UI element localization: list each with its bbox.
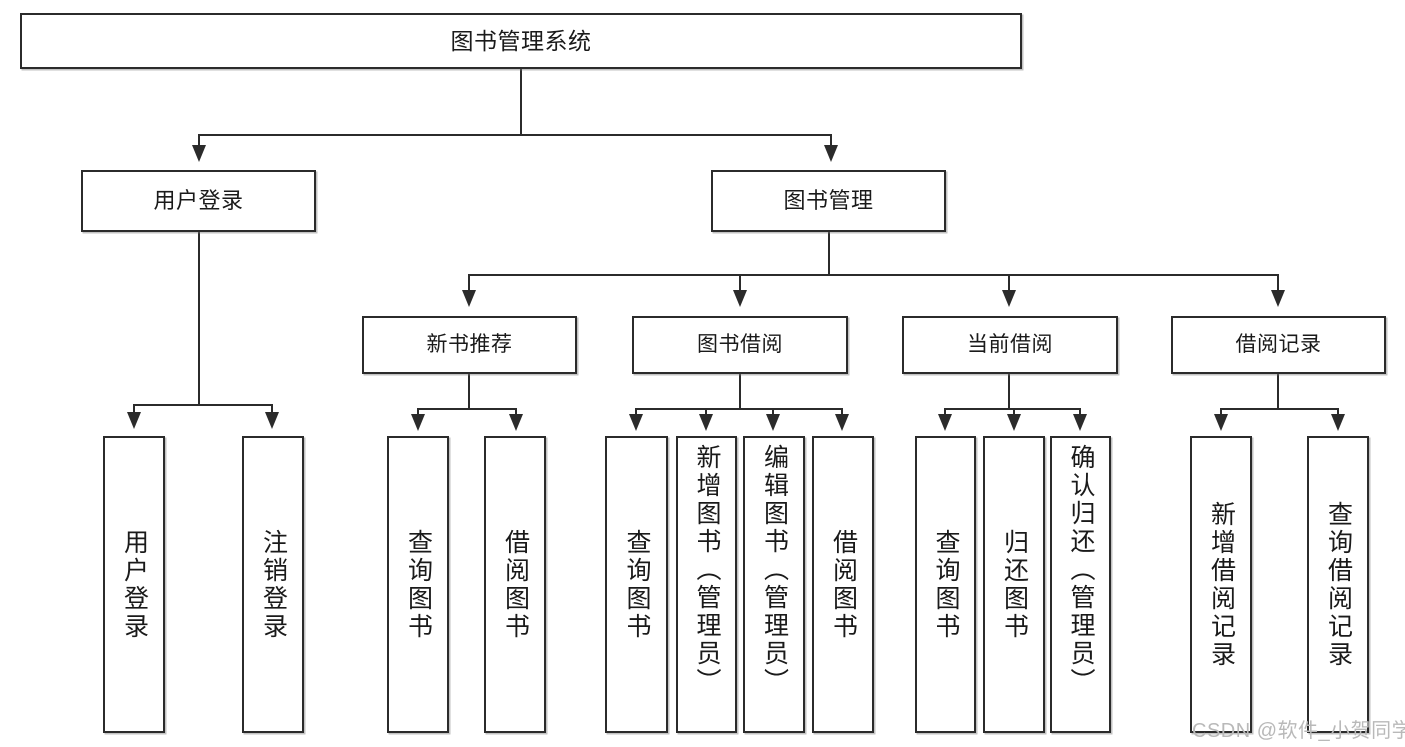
arrow-head-icon bbox=[835, 414, 849, 431]
arrow-head-icon bbox=[1271, 290, 1285, 307]
node-leaf-1[interactable]: 注销登录 bbox=[242, 436, 304, 733]
connector-line bbox=[1220, 408, 1337, 410]
connector-line bbox=[944, 408, 1079, 410]
arrow-head-icon bbox=[733, 290, 747, 307]
node-level3-3[interactable]: 借阅记录 bbox=[1171, 316, 1386, 374]
arrow-head-icon bbox=[1007, 414, 1021, 431]
node-leaf-10[interactable]: 确认归还（管理员） bbox=[1050, 436, 1111, 733]
arrow-head-icon bbox=[1214, 414, 1228, 431]
connector-line bbox=[944, 408, 946, 419]
connector-line bbox=[830, 134, 832, 153]
connector-line bbox=[468, 374, 470, 408]
arrow-head-icon bbox=[1331, 414, 1345, 431]
node-level2-0[interactable]: 用户登录 bbox=[81, 170, 316, 232]
node-level3-1-label: 图书借阅 bbox=[697, 332, 783, 356]
connector-line bbox=[271, 404, 273, 419]
node-leaf-11-label: 新增借阅记录 bbox=[1207, 500, 1236, 669]
node-leaf-9-label: 归还图书 bbox=[1000, 528, 1029, 641]
node-leaf-3[interactable]: 借阅图书 bbox=[484, 436, 546, 733]
arrow-head-icon bbox=[127, 412, 141, 429]
connector-line bbox=[1079, 408, 1081, 419]
connector-line bbox=[198, 232, 200, 404]
node-leaf-1-label: 注销登录 bbox=[259, 528, 288, 641]
node-leaf-5[interactable]: 新增图书（管理员） bbox=[676, 436, 737, 733]
connector-line bbox=[772, 408, 774, 419]
connector-line bbox=[739, 274, 741, 297]
node-leaf-7[interactable]: 借阅图书 bbox=[812, 436, 874, 733]
arrow-head-icon bbox=[629, 414, 643, 431]
node-leaf-9[interactable]: 归还图书 bbox=[983, 436, 1045, 733]
node-leaf-10-label: 确认归还（管理员） bbox=[1067, 444, 1095, 696]
connector-line bbox=[198, 134, 200, 153]
node-level2-0-label: 用户登录 bbox=[153, 188, 244, 214]
node-leaf-11[interactable]: 新增借阅记录 bbox=[1190, 436, 1252, 733]
connector-line bbox=[468, 274, 1278, 276]
node-leaf-2-label: 查询图书 bbox=[404, 528, 433, 641]
connector-line bbox=[133, 404, 135, 419]
connector-line bbox=[705, 408, 707, 419]
node-leaf-6[interactable]: 编辑图书（管理员） bbox=[743, 436, 805, 733]
node-level3-1[interactable]: 图书借阅 bbox=[632, 316, 848, 374]
node-leaf-3-label: 借阅图书 bbox=[501, 528, 530, 641]
connector-line bbox=[468, 274, 470, 297]
node-root[interactable]: 图书管理系统 bbox=[20, 13, 1022, 69]
node-leaf-12-label: 查询借阅记录 bbox=[1324, 500, 1353, 669]
node-leaf-6-label: 编辑图书（管理员） bbox=[760, 444, 789, 696]
arrow-head-icon bbox=[192, 145, 206, 162]
arrow-head-icon bbox=[824, 145, 838, 162]
connector-line bbox=[828, 232, 830, 274]
connector-line bbox=[841, 408, 843, 419]
connector-line bbox=[1337, 408, 1339, 419]
connector-line bbox=[198, 134, 831, 136]
node-level3-3-label: 借阅记录 bbox=[1235, 332, 1322, 356]
connector-line bbox=[1277, 374, 1279, 408]
connector-line bbox=[417, 408, 517, 410]
arrow-head-icon bbox=[699, 414, 713, 431]
node-leaf-0[interactable]: 用户登录 bbox=[103, 436, 165, 733]
connector-line bbox=[515, 408, 517, 419]
connector-line bbox=[133, 404, 272, 406]
connector-line bbox=[520, 69, 522, 134]
node-level3-2[interactable]: 当前借阅 bbox=[902, 316, 1118, 374]
node-leaf-8[interactable]: 查询图书 bbox=[915, 436, 976, 733]
arrow-head-icon bbox=[411, 414, 425, 431]
node-root-label: 图书管理系统 bbox=[450, 27, 592, 54]
node-leaf-12[interactable]: 查询借阅记录 bbox=[1307, 436, 1369, 733]
connector-line bbox=[417, 408, 419, 419]
connector-line bbox=[739, 374, 741, 408]
arrow-head-icon bbox=[1002, 290, 1016, 307]
node-leaf-2[interactable]: 查询图书 bbox=[387, 436, 449, 733]
arrow-head-icon bbox=[462, 290, 476, 307]
arrow-head-icon bbox=[265, 412, 279, 429]
connector-line bbox=[1277, 274, 1279, 297]
arrow-head-icon bbox=[509, 414, 523, 431]
arrow-head-icon bbox=[938, 414, 952, 431]
node-leaf-7-label: 借阅图书 bbox=[829, 528, 858, 641]
node-level3-0[interactable]: 新书推荐 bbox=[362, 316, 577, 374]
arrow-head-icon bbox=[766, 414, 780, 431]
node-leaf-4-label: 查询图书 bbox=[623, 528, 651, 641]
node-leaf-5-label: 新增图书（管理员） bbox=[693, 444, 721, 696]
node-level3-0-label: 新书推荐 bbox=[426, 332, 513, 356]
connector-line bbox=[1008, 274, 1010, 297]
node-leaf-0-label: 用户登录 bbox=[120, 528, 149, 641]
node-level2-1-label: 图书管理 bbox=[783, 188, 874, 214]
connector-line bbox=[635, 408, 843, 410]
node-leaf-4[interactable]: 查询图书 bbox=[605, 436, 668, 733]
connector-line bbox=[1013, 408, 1015, 419]
node-level2-1[interactable]: 图书管理 bbox=[711, 170, 946, 232]
node-level3-2-label: 当前借阅 bbox=[967, 332, 1053, 356]
connector-line bbox=[635, 408, 637, 419]
connector-line bbox=[1220, 408, 1222, 419]
arrow-head-icon bbox=[1073, 414, 1087, 431]
node-leaf-8-label: 查询图书 bbox=[932, 528, 960, 641]
connector-line bbox=[1008, 374, 1010, 408]
